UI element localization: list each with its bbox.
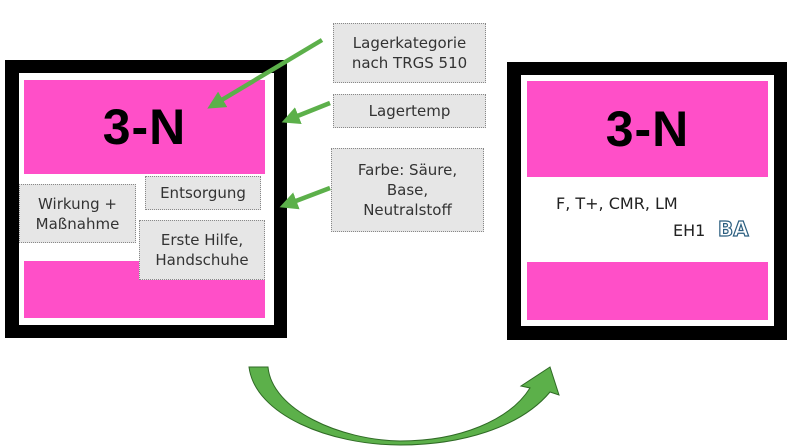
arrow-lagertemp (281, 100, 331, 125)
right-category-code: 3-N (605, 101, 690, 157)
arrow-farbe (279, 185, 331, 210)
entsorgung-box: Entsorgung (145, 176, 261, 210)
lagerkategorie-text: Lagerkategorie nach TRGS 510 (351, 34, 468, 72)
hazard-codes: F, T+, CMR, LM (556, 194, 678, 213)
right-bottom-band (527, 262, 768, 320)
left-category-code: 3-N (102, 99, 187, 155)
lagertemp-text: Lagertemp (368, 102, 451, 120)
ba-mark: BA (717, 216, 749, 241)
eh-code: EH1 (673, 221, 706, 240)
farbe-text: Farbe: Säure, Base, Neutralstoff (357, 161, 458, 219)
wirkung-text: Wirkung + Maßnahme (35, 194, 120, 233)
lagerkategorie-callout: Lagerkategorie nach TRGS 510 (333, 23, 486, 83)
farbe-callout: Farbe: Säure, Base, Neutralstoff (331, 148, 484, 232)
lagertemp-callout: Lagertemp (333, 94, 486, 128)
entsorgung-text: Entsorgung (160, 184, 246, 202)
erste-hilfe-box: Erste Hilfe, Handschuhe (139, 220, 265, 280)
wirkung-box: Wirkung + Maßnahme (19, 184, 136, 243)
curved-transfer-arrow (248, 366, 560, 446)
arrow-lagerkategorie (207, 38, 324, 109)
erste-hilfe-text: Erste Hilfe, Handschuhe (155, 231, 249, 269)
right-category-band: 3-N (527, 81, 768, 177)
left-category-band: 3-N (24, 80, 265, 174)
